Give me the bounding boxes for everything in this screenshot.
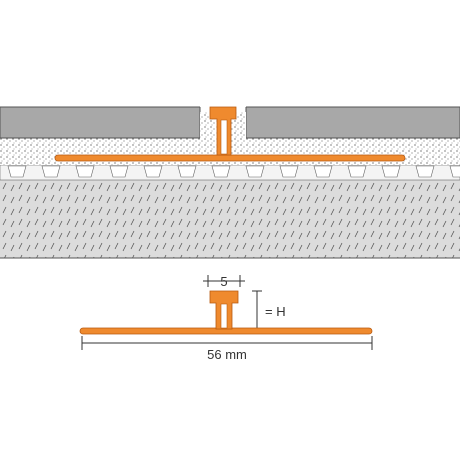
section-view <box>0 84 460 259</box>
width-label: 5 <box>220 274 227 289</box>
membrane-bump <box>41 165 61 178</box>
membrane-bump <box>143 165 163 178</box>
profile-detail <box>79 290 373 335</box>
detail-insert <box>220 303 228 329</box>
membrane-bump <box>313 165 333 178</box>
profile-insert <box>220 119 228 155</box>
profile-flange <box>54 154 406 162</box>
tile-right <box>245 106 460 139</box>
membrane-bump <box>449 165 460 178</box>
height-label: = H <box>265 304 286 319</box>
membrane-bump <box>7 165 27 178</box>
tile-top-edge <box>0 84 460 107</box>
tile-left <box>0 106 201 139</box>
concrete-substrate <box>0 180 460 258</box>
length-label: 56 mm <box>207 347 247 362</box>
membrane-bump <box>381 165 401 178</box>
membrane-bumps <box>7 165 460 178</box>
membrane-bump <box>177 165 197 178</box>
membrane-bump <box>75 165 95 178</box>
membrane-bump <box>279 165 299 178</box>
membrane-bump <box>415 165 435 178</box>
detail-view: 5 = H 56 mm <box>79 274 373 362</box>
membrane-bump <box>109 165 129 178</box>
membrane-bump <box>245 165 265 178</box>
membrane-bump <box>347 165 367 178</box>
profile-section <box>54 106 406 162</box>
membrane-bump <box>211 165 231 178</box>
